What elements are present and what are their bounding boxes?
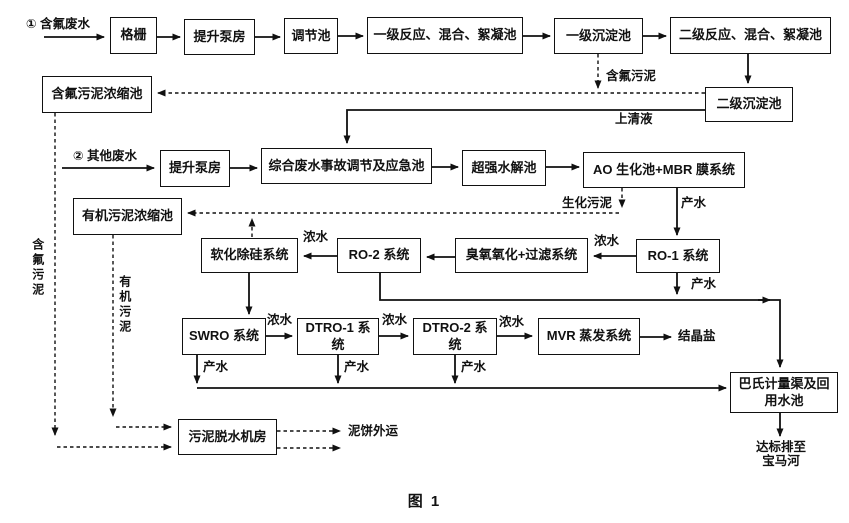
fluoride-sludge-label: 含氟污泥 bbox=[606, 69, 657, 83]
solid-edges bbox=[44, 32, 784, 437]
product-water-label-swro: 产水 bbox=[203, 360, 229, 374]
node-react2: 二级反应、混合、絮凝池 bbox=[670, 17, 831, 54]
node-regulating: 调节池 bbox=[284, 18, 338, 54]
node-softening: 软化除硅系统 bbox=[201, 238, 298, 273]
node-ao-mbr: AO 生化池+MBR 膜系统 bbox=[583, 152, 745, 188]
node-react1: 一级反应、混合、絮凝池 bbox=[367, 17, 523, 54]
organic-sludge-vertical-label: 有机污泥 bbox=[117, 275, 132, 335]
node-pump2: 提升泵房 bbox=[160, 150, 230, 187]
product-water-label-ao: 产水 bbox=[681, 196, 707, 210]
product-water-label-ro1: 产水 bbox=[691, 277, 717, 291]
node-comprehensive: 综合废水事故调节及应急池 bbox=[261, 148, 432, 184]
discharge-line2: 宝马河 bbox=[762, 454, 800, 469]
node-organic-thickener: 有机污泥浓缩池 bbox=[73, 198, 182, 235]
discharge-line1: 达标排至 bbox=[755, 440, 806, 454]
crystal-salt-label: 结晶盐 bbox=[678, 329, 716, 343]
figure-caption: 图 1 bbox=[407, 493, 442, 510]
edge-sed2-supernatant-comprehensive bbox=[343, 109, 705, 144]
node-pasteur: 巴氏计量渠及回用水池 bbox=[730, 372, 838, 413]
node-sed2: 二级沉淀池 bbox=[705, 87, 793, 122]
node-dewatering: 污泥脱水机房 bbox=[178, 419, 277, 455]
product-water-label-dtro2: 产水 bbox=[461, 360, 487, 374]
fluoride-sludge-vertical-label: 含氟污泥 bbox=[30, 238, 45, 298]
product-water-label-dtro1: 产水 bbox=[344, 360, 370, 374]
sludge-cake-label: 泥饼外运 bbox=[348, 424, 399, 438]
node-dtro2: DTRO-2 系统 bbox=[413, 318, 497, 355]
node-ro2: RO-2 系统 bbox=[337, 238, 421, 273]
node-grate: 格栅 bbox=[110, 17, 157, 54]
influent2-label: ② 其他废水 bbox=[73, 149, 138, 163]
node-fluoride-thickener: 含氟污泥浓缩池 bbox=[42, 76, 152, 113]
influent1-label: ① 含氟废水 bbox=[26, 17, 91, 31]
node-pump1: 提升泵房 bbox=[184, 19, 255, 55]
node-ro1: RO-1 系统 bbox=[636, 239, 720, 273]
node-ozone: 臭氧氧化+过滤系统 bbox=[455, 238, 588, 273]
discharge-label: 达标排至 宝马河 bbox=[745, 440, 817, 469]
concentrate-label-dtro1: 浓水 bbox=[382, 313, 408, 327]
bio-sludge-label: 生化污泥 bbox=[562, 196, 613, 210]
supernatant-label: 上清液 bbox=[615, 112, 653, 126]
concentrate-label-dtro2: 浓水 bbox=[499, 315, 525, 329]
concentrate-label-ro2: 浓水 bbox=[303, 230, 329, 244]
node-mvr: MVR 蒸发系统 bbox=[538, 318, 640, 355]
edge-ro2-product-pasteur bbox=[379, 273, 784, 368]
concentrate-label-swro: 浓水 bbox=[267, 313, 293, 327]
node-swro: SWRO 系统 bbox=[182, 318, 266, 355]
node-hydrolysis: 超强水解池 bbox=[462, 150, 546, 186]
node-sed1: 一级沉淀池 bbox=[554, 18, 643, 54]
node-dtro1: DTRO-1 系统 bbox=[297, 318, 379, 355]
concentrate-label-ro1: 浓水 bbox=[594, 234, 620, 248]
dashed-edges bbox=[51, 54, 705, 452]
